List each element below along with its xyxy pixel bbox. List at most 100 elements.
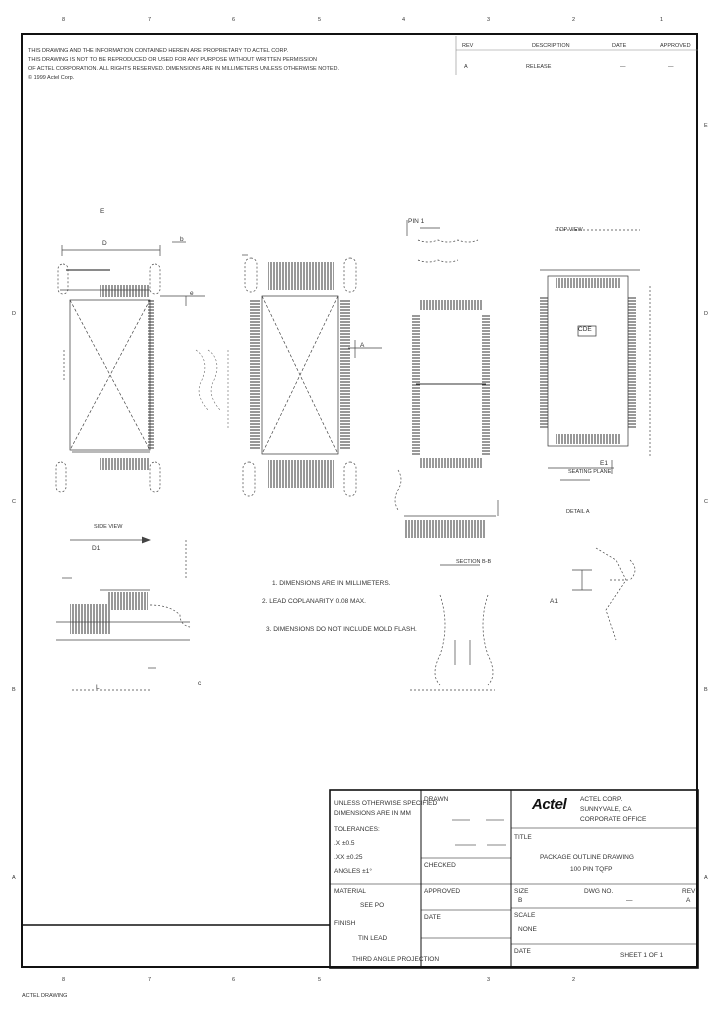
detail-a-view xyxy=(410,594,495,691)
zone-col-label: 1 xyxy=(660,17,664,23)
note-line: © 1999 Actel Corp. xyxy=(28,75,75,81)
rev-cell: — xyxy=(668,64,674,70)
zone-row-label: E xyxy=(704,123,708,129)
seating-plane-label: SEATING PLANE xyxy=(568,469,612,475)
date-label: DATE xyxy=(514,948,531,955)
title-label: TITLE xyxy=(514,834,532,841)
dim-label: A xyxy=(360,342,365,349)
view-title: TOP VIEW xyxy=(556,227,583,233)
zone-row-label: B xyxy=(704,687,708,693)
dwg-no-value: — xyxy=(626,897,633,904)
dwg-no-label: DWG NO. xyxy=(584,888,614,895)
zone-col-label: 6 xyxy=(232,17,236,23)
company-sub: CORPORATE OFFICE xyxy=(580,816,647,823)
dim-label: c xyxy=(198,680,202,687)
zone-row-label: C xyxy=(704,499,708,505)
zone-col-label: 3 xyxy=(487,977,491,983)
scale-label: SCALE xyxy=(514,912,536,919)
rev-cell: A xyxy=(464,64,468,70)
title-block-lines xyxy=(21,789,699,969)
callout-note: 3. DIMENSIONS DO NOT INCLUDE MOLD FLASH. xyxy=(266,626,417,633)
footer-note: ACTEL DRAWING xyxy=(22,993,68,999)
zone-col-label: 8 xyxy=(62,977,66,983)
view-title: DETAIL A xyxy=(566,509,590,515)
note-line: OF ACTEL CORPORATION. ALL RIGHTS RESERVE… xyxy=(28,66,340,72)
zone-col-label: 6 xyxy=(232,977,236,983)
company-sub: ACTEL CORP. xyxy=(580,796,623,803)
size-label: SIZE xyxy=(514,888,529,895)
dim-label: E xyxy=(100,208,105,215)
zone-row-label: A xyxy=(12,875,16,881)
scale-value: NONE xyxy=(518,926,537,933)
tolerance-line: TOLERANCES: xyxy=(334,826,380,833)
title-line: 100 PIN TQFP xyxy=(570,866,613,873)
third-angle-label: THIRD ANGLE PROJECTION xyxy=(352,956,440,963)
zone-col-label: 7 xyxy=(148,977,152,983)
dim-label: L xyxy=(96,684,100,691)
package-side-profile xyxy=(56,536,191,691)
title-line: PACKAGE OUTLINE DRAWING xyxy=(540,854,634,861)
rev-header: APPROVED xyxy=(660,43,691,49)
note-line: THIS DRAWING IS NOT TO BE REPRODUCED OR … xyxy=(28,57,317,63)
tolerance-line: ANGLES ±1° xyxy=(334,868,372,875)
tolerance-line: UNLESS OTHERWISE SPECIFIED xyxy=(334,800,438,807)
dim-label: E1 xyxy=(600,460,608,467)
zone-col-label: 4 xyxy=(402,17,406,23)
checked-label: CHECKED xyxy=(424,862,456,869)
tolerance-line: .XX ±0.25 xyxy=(334,854,363,861)
callout-note: 1. DIMENSIONS ARE IN MILLIMETERS. xyxy=(272,580,391,587)
sheet-label: SHEET 1 OF 1 xyxy=(620,952,664,959)
zone-col-label: 8 xyxy=(62,17,66,23)
zone-col-label: 5 xyxy=(318,17,322,23)
approved-label: APPROVED xyxy=(424,888,461,895)
zone-col-label: 7 xyxy=(148,17,152,23)
zone-col-label: 2 xyxy=(572,17,576,23)
dim-label: e xyxy=(190,290,194,297)
package-top-view xyxy=(55,241,205,493)
zone-row-label: D xyxy=(12,311,16,317)
finish-label: FINISH xyxy=(334,920,356,927)
dim-label: b xyxy=(180,236,184,243)
rev-header: REV xyxy=(462,43,474,49)
package-top-view-right xyxy=(540,229,651,481)
view-title: SECTION B-B xyxy=(456,559,492,565)
drawing-frame xyxy=(21,33,698,968)
rev-cell: RELEASE xyxy=(526,64,552,70)
note-line: THIS DRAWING AND THE INFORMATION CONTAIN… xyxy=(28,48,288,54)
lead-detail-sketch xyxy=(195,349,229,430)
zone-row-label: A xyxy=(704,875,708,881)
center-label: CDE xyxy=(578,326,592,333)
callout-note: 2. LEAD COPLANARITY 0.08 MAX. xyxy=(262,598,366,605)
tolerance-line: DIMENSIONS ARE IN MM xyxy=(334,810,411,817)
material-label: MATERIAL xyxy=(334,888,367,895)
material-value: SEE PO xyxy=(360,902,385,909)
package-bottom-view xyxy=(242,254,382,497)
lead-form-view xyxy=(572,547,636,641)
zone-col-label: 5 xyxy=(318,977,322,983)
package-side-view xyxy=(394,220,499,566)
dim-label: A1 xyxy=(550,598,558,605)
zone-col-label: 3 xyxy=(487,17,491,23)
dim-label: D1 xyxy=(92,545,101,552)
zone-col-label: 2 xyxy=(572,977,576,983)
view-title: SIDE VIEW xyxy=(94,524,123,530)
dim-label: D xyxy=(102,240,107,247)
actel-logo: Actel xyxy=(532,796,567,813)
zone-row-label: C xyxy=(12,499,16,505)
company-sub: SUNNYVALE, CA xyxy=(580,806,632,813)
date-label: DATE xyxy=(424,914,441,921)
zone-row-label: D xyxy=(704,311,708,317)
drawn-label: DRAWN xyxy=(424,796,449,803)
size-value: B xyxy=(518,897,523,904)
zone-row-label: B xyxy=(12,687,16,693)
finish-value: TIN LEAD xyxy=(358,935,388,942)
rev-header: DATE xyxy=(612,43,627,49)
rev-value: A xyxy=(686,897,691,904)
tolerance-line: .X ±0.5 xyxy=(334,840,355,847)
dim-label: PIN 1 xyxy=(408,218,425,225)
rev-header: DESCRIPTION xyxy=(532,43,570,49)
rev-cell: — xyxy=(620,64,626,70)
rev-label: REV xyxy=(682,888,696,895)
revision-table xyxy=(455,36,698,75)
